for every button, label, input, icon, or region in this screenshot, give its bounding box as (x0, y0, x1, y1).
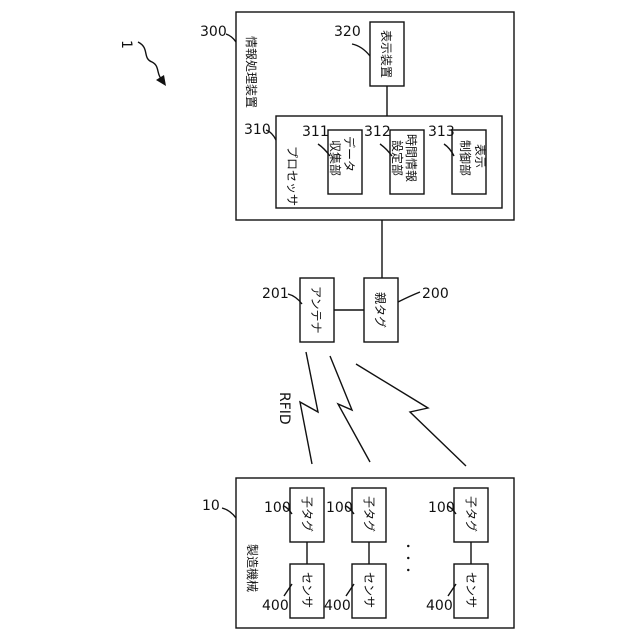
antenna-ref: 201 (262, 286, 289, 302)
sensor-ref: 400 (324, 598, 351, 614)
display-control-unit-ref: 313 (428, 124, 455, 140)
rfid-wave-2 (330, 356, 370, 462)
sensor-label: センサ (300, 572, 314, 608)
antenna-label: アンテナ (309, 286, 323, 334)
data-collection-unit-ref: 311 (302, 124, 329, 140)
sensor-ref: 400 (426, 598, 453, 614)
parent-tag-ref: 200 (422, 286, 449, 302)
display-device-label: 表示装置 (379, 30, 393, 78)
display-device-ref: 320 (334, 24, 361, 40)
ipd-ref: 300 (200, 24, 227, 40)
time-info-setting-unit-label-2: 設定部 (390, 140, 405, 176)
parent-tag-leader (398, 292, 420, 302)
display-control-unit-label-2: 制御部 (458, 140, 473, 176)
data-collection-unit-label-1: データ (342, 136, 357, 172)
processor-label: プロセッサ (285, 146, 299, 206)
sensor-ref: 400 (262, 598, 289, 614)
figure-ref: 1 (118, 40, 134, 49)
machine-leader (222, 508, 236, 518)
child-tag-label: 子タグ (362, 496, 376, 532)
child-tag-label: 子タグ (464, 496, 478, 532)
figure-arrow (138, 42, 162, 80)
data-collection-unit-label-2: 収集部 (328, 140, 343, 176)
time-info-setting-unit-label-1: 時間情報 (404, 134, 418, 182)
sensor-label: センサ (362, 572, 376, 608)
figure-arrow-head (156, 75, 166, 86)
display-control-unit-label-1: 表示 (473, 144, 487, 168)
ipd-label: 情報処理装置 (244, 36, 258, 108)
parent-tag-label: 親タグ (373, 292, 387, 328)
child-tag-label: 子タグ (300, 496, 314, 532)
ellipsis: ・・・ (401, 540, 415, 576)
rfid-label: RFID (276, 392, 292, 425)
machine-ref: 10 (202, 498, 220, 514)
rfid-wave-3 (356, 364, 466, 466)
machine-label: 製造機械 (245, 544, 260, 592)
rfid-wave-1 (300, 352, 318, 464)
sensor-label: センサ (464, 572, 478, 608)
time-info-setting-unit-ref: 312 (364, 124, 391, 140)
ipd-leader (226, 34, 236, 42)
